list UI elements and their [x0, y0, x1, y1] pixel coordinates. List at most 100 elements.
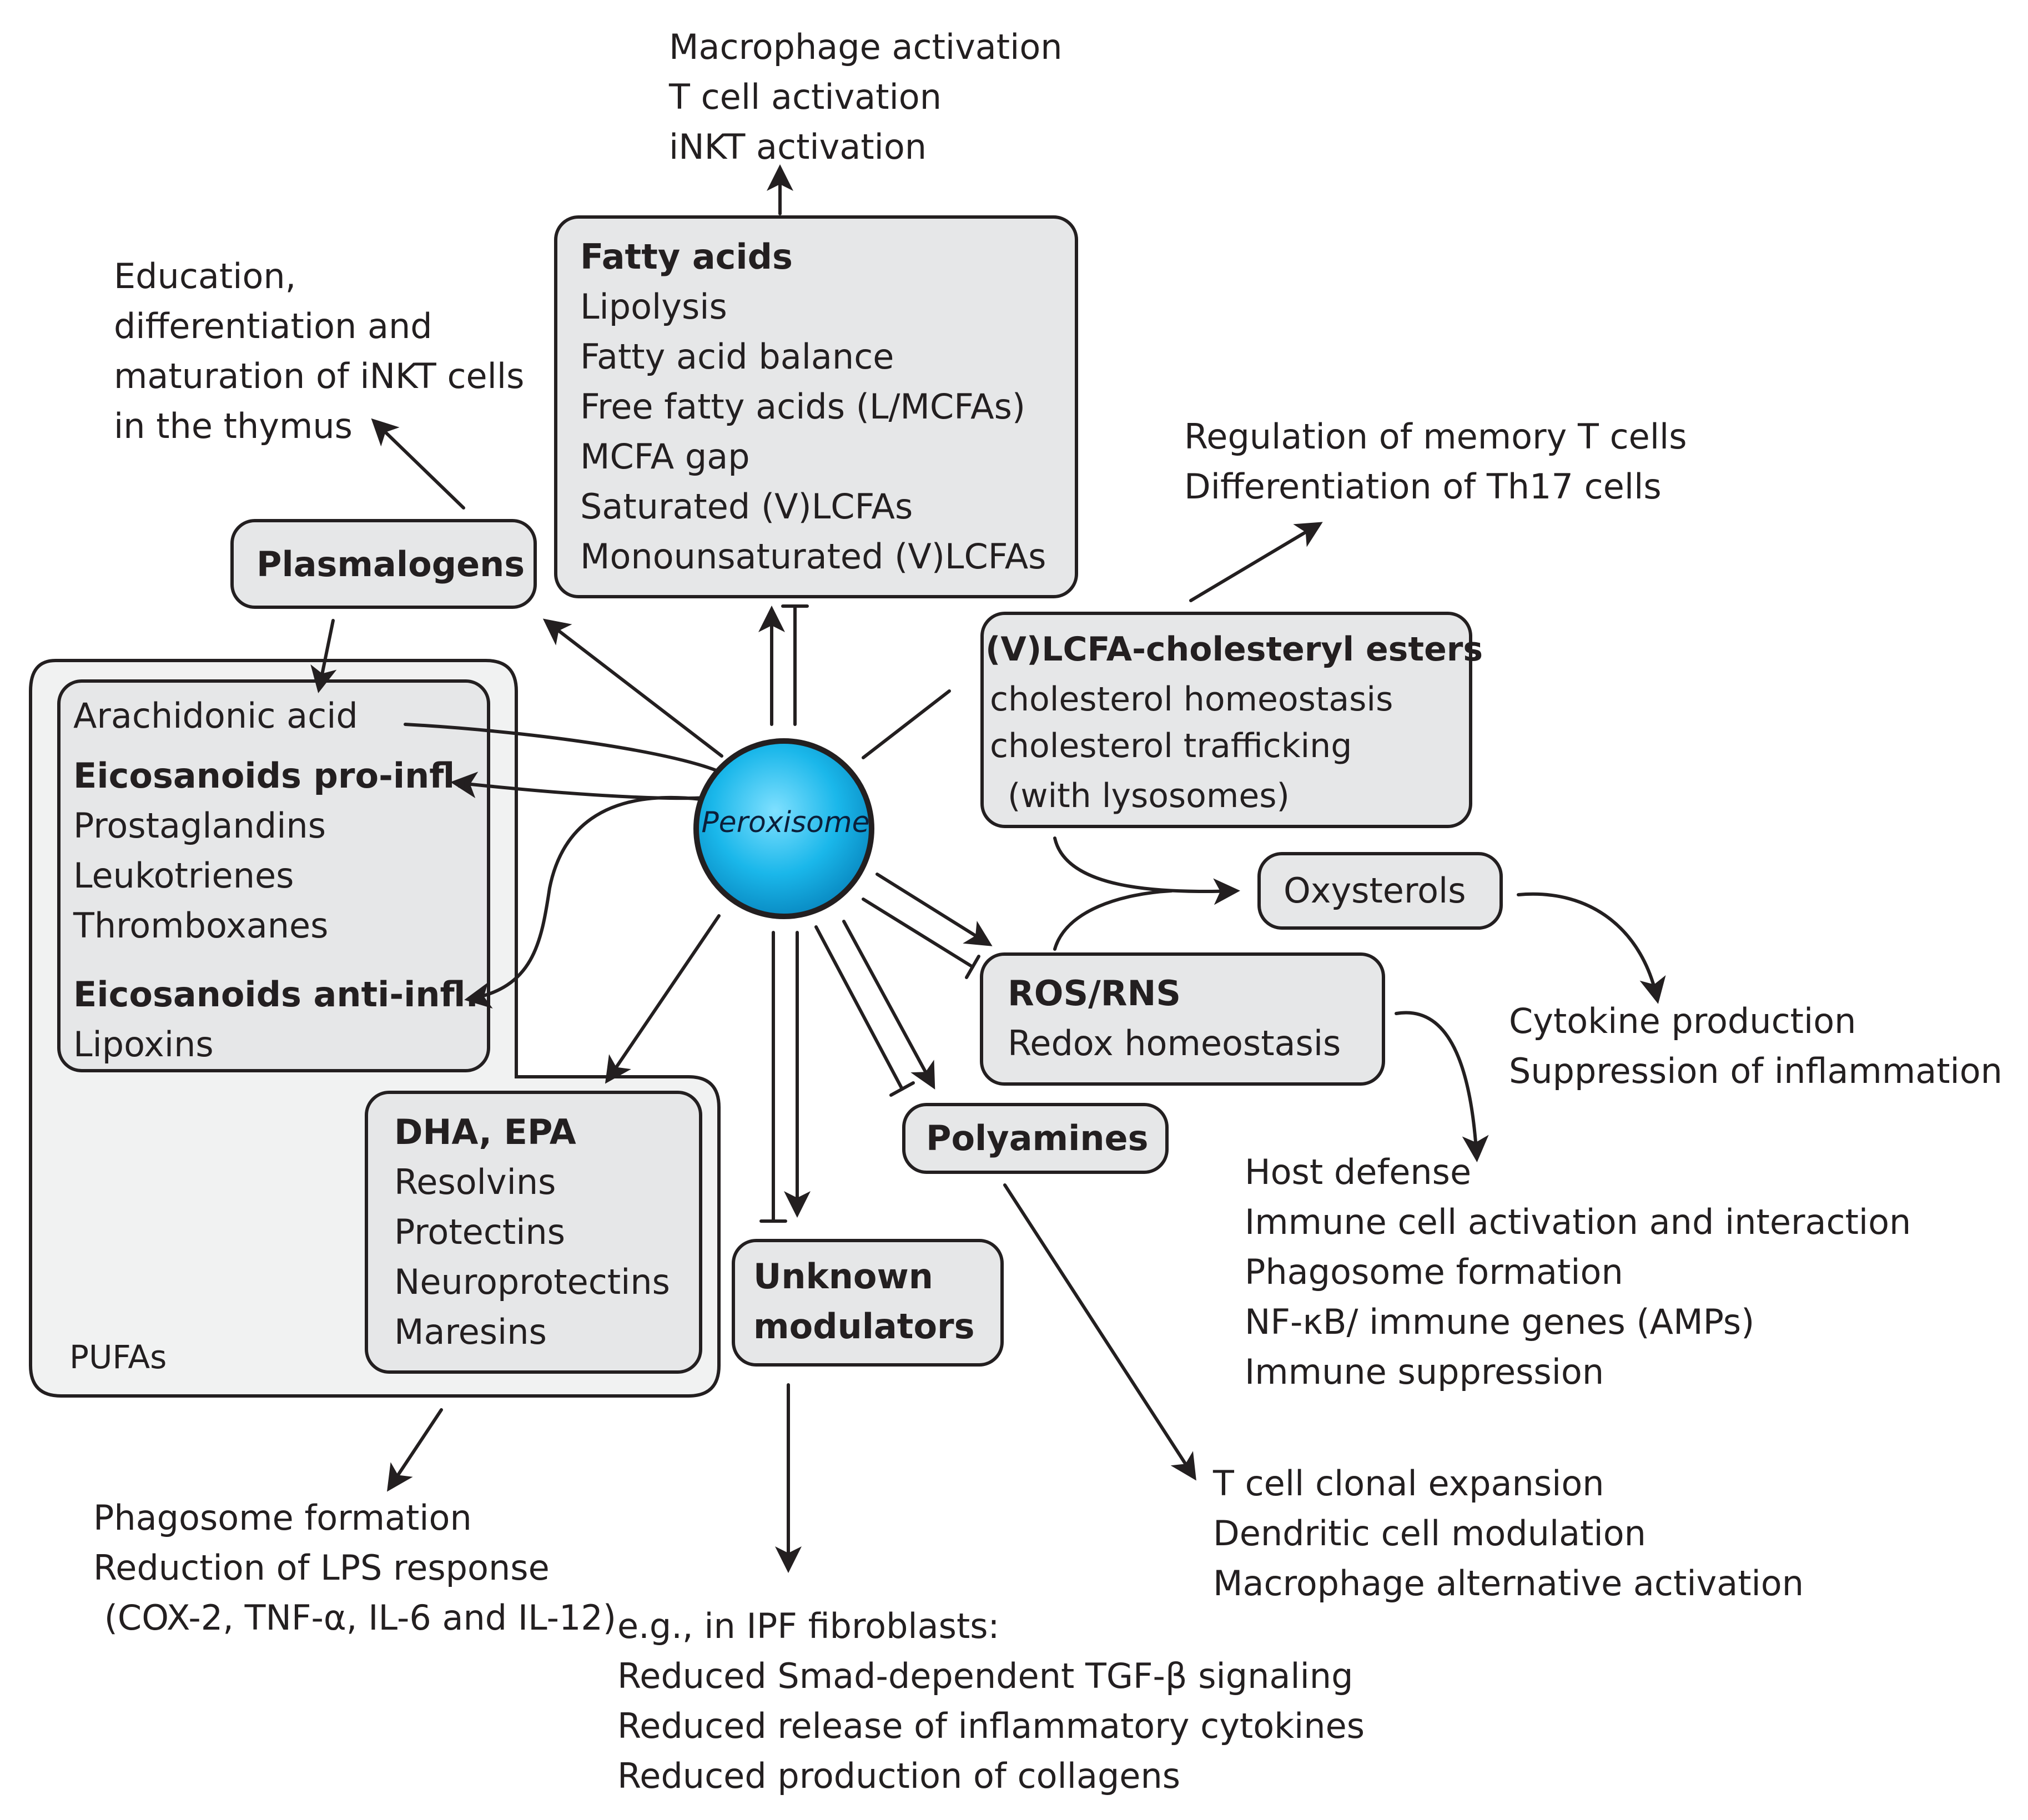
- unknown-effect-line: Reduced Smad-dependent TGF-β signaling: [617, 1656, 1353, 1696]
- arrow-polyamines-to-tcell: [1003, 1183, 1196, 1481]
- dha-epa-item: Neuroprotectins: [394, 1262, 670, 1302]
- memory-effects: Regulation of memory T cells Differentia…: [1184, 412, 1687, 512]
- fatty-acids-item: Free fatty acids (L/MCFAs): [580, 386, 1026, 427]
- arrow-pufas-to-phagosome: [387, 1408, 443, 1492]
- arrow-plasmalogens-to-arachidonic: [310, 619, 337, 693]
- ros-text: ROS/RNS Redox homeostasis: [1008, 969, 1341, 1068]
- eicosanoids-pro-title: Eicosanoids pro-infl.: [73, 755, 468, 796]
- top-effect-line: T cell activation: [669, 77, 942, 117]
- curve-pex-to-anti-infl: [464, 795, 702, 1009]
- unknown-title-line: modulators: [753, 1306, 975, 1347]
- unknown-effect-line: Reduced production of collagens: [617, 1756, 1181, 1796]
- eicosanoids-anti-item: Lipoxins: [73, 1024, 214, 1065]
- arrow-cholesteryl-to-memory: [1189, 522, 1323, 602]
- cholesteryl-item: cholesterol trafficking: [990, 727, 1352, 765]
- fatty-acids-item: Fatty acid balance: [580, 336, 894, 377]
- cholesteryl-item: (with lysosomes): [1008, 777, 1290, 815]
- plasmalogens-box: [230, 519, 537, 609]
- memory-effect-line: Regulation of memory T cells: [1184, 416, 1687, 457]
- arrow-pex-to-dha-epa: [605, 914, 721, 1084]
- ros-title: ROS/RNS: [1008, 973, 1181, 1014]
- pufa-effect-line: (COX-2, TNF-α, IL-6 and IL-12): [93, 1597, 617, 1638]
- host-effect-line: NF-κB/ immune genes (AMPs): [1245, 1302, 1755, 1342]
- arrow-pex-to-polyamines: [842, 920, 935, 1090]
- inhibit-polyamines-to-pex: [814, 925, 904, 1091]
- inkt-effect-line: differentiation and: [114, 306, 432, 346]
- fatty-acids-box: [554, 215, 1078, 598]
- plasmalogens-title: Plasmalogens: [256, 544, 525, 584]
- polyamine-effect-line: Macrophage alternative activation: [1213, 1563, 1804, 1604]
- polyamine-effects: T cell clonal expansion Dendritic cell m…: [1213, 1459, 1804, 1609]
- dha-epa-text: DHA, EPA Resolvins Protectins Neuroprote…: [394, 1107, 670, 1357]
- curve-oxysterols-to-cytokine: [1517, 892, 1666, 1004]
- unknown-effect-line: Reduced release of inflammatory cytokine…: [617, 1706, 1365, 1746]
- unknown-modulators-box: [732, 1239, 1004, 1367]
- top-effects: Macrophage activation T cell activation …: [669, 22, 1063, 172]
- host-effect-line: Host defense: [1245, 1152, 1472, 1192]
- eicosanoids-pro-item: Prostaglandins: [73, 805, 326, 846]
- curve-ros-to-oxysterols: [1053, 889, 1173, 951]
- oxysterols-title: Oxysterols: [1284, 870, 1466, 911]
- fatty-acids-item: Lipolysis: [580, 286, 727, 327]
- inkt-effect-line: in the thymus: [114, 406, 353, 446]
- eicosanoids-anti-title: Eicosanoids anti-infl.: [73, 974, 479, 1015]
- dha-epa-box: [365, 1091, 702, 1374]
- unknown-title-line: Unknown: [753, 1256, 933, 1297]
- host-effect-line: Phagosome formation: [1245, 1252, 1623, 1292]
- memory-effect-line: Differentiation of Th17 cells: [1184, 466, 1662, 507]
- peroxisome-label: Peroxisome: [701, 806, 870, 839]
- dha-epa-item: Maresins: [394, 1312, 547, 1352]
- curve-cholesteryl-to-oxysterols: [1053, 836, 1240, 905]
- pufa-effect-line: Reduction of LPS response: [93, 1547, 550, 1588]
- oxysterols-box: [1257, 852, 1503, 930]
- cytokine-effect-line: Cytokine production: [1509, 1001, 1856, 1041]
- fatty-acids-item: Saturated (V)LCFAs: [580, 486, 913, 527]
- cholesteryl-item: cholesterol homeostasis: [990, 680, 1393, 719]
- cholesteryl-esters-box: [980, 612, 1472, 828]
- fatty-acids-title: Fatty acids: [580, 236, 793, 277]
- dha-epa-item: Resolvins: [394, 1162, 556, 1202]
- top-effect-line: Macrophage activation: [669, 27, 1063, 67]
- dha-epa-item: Protectins: [394, 1212, 566, 1252]
- polyamines-box: [902, 1103, 1169, 1174]
- eicosanoids-pro-item: Thromboxanes: [73, 905, 329, 946]
- inkt-effect-line: Education,: [114, 256, 296, 296]
- pufa-effect-line: Phagosome formation: [93, 1498, 472, 1538]
- cholesteryl-text: (V)LCFA-cholesteryl esters cholesterol h…: [985, 624, 1483, 821]
- unknown-text: Unknown modulators: [753, 1252, 975, 1352]
- arrow-plasmalogens-to-inkt: [371, 418, 465, 510]
- inkt-effect-line: maturation of iNKT cells: [114, 356, 525, 396]
- ros-rns-box: [980, 952, 1385, 1086]
- ros-item: Redox homeostasis: [1008, 1023, 1341, 1063]
- arrow-pex-to-ros: [875, 873, 993, 946]
- host-effect-line: Immune suppression: [1245, 1352, 1604, 1392]
- cytokine-effects: Cytokine production Suppression of infla…: [1509, 996, 2002, 1096]
- arrow-pex-to-plasmalogens: [542, 618, 723, 758]
- pufas-label: PUFAs: [69, 1338, 167, 1376]
- arachidonic-acid-label: Arachidonic acid: [73, 695, 358, 736]
- curve-ros-to-host-defense: [1395, 1011, 1489, 1162]
- inhibit-polyamines-bar: [889, 1081, 915, 1097]
- inhibit-ros-to-pex: [862, 898, 974, 969]
- unknown-effect-line: e.g., in IPF fibroblasts:: [617, 1606, 1000, 1646]
- inhibit-ros-bar: [965, 955, 980, 979]
- eicosanoids-pro-item: Leukotrienes: [73, 855, 294, 896]
- polyamine-effect-line: T cell clonal expansion: [1213, 1463, 1604, 1504]
- unknown-effects: e.g., in IPF fibroblasts: Reduced Smad-d…: [617, 1601, 1365, 1801]
- cholesteryl-title: (V)LCFA-cholesteryl esters: [985, 630, 1483, 669]
- cytokine-effect-line: Suppression of inflammation: [1509, 1051, 2002, 1091]
- inkt-effects: Education, differentiation and maturatio…: [114, 251, 524, 451]
- fatty-acids-text: Fatty acids Lipolysis Fatty acid balance…: [580, 232, 1046, 582]
- pufa-effects: Phagosome formation Reduction of LPS res…: [93, 1493, 616, 1643]
- arachidonic-text: Arachidonic acid Eicosanoids pro-infl. P…: [73, 691, 479, 1070]
- line-pex-to-cholesteryl: [862, 689, 951, 759]
- arachidonic-box: [57, 679, 490, 1072]
- peroxisome-circle: [693, 738, 874, 919]
- polyamines-title: Polyamines: [926, 1118, 1149, 1158]
- polyamine-effect-line: Dendritic cell modulation: [1213, 1513, 1646, 1554]
- top-effect-line: iNKT activation: [669, 127, 927, 167]
- host-effects: Host defense Immune cell activation and …: [1245, 1147, 1911, 1397]
- fatty-acids-item: MCFA gap: [580, 436, 750, 477]
